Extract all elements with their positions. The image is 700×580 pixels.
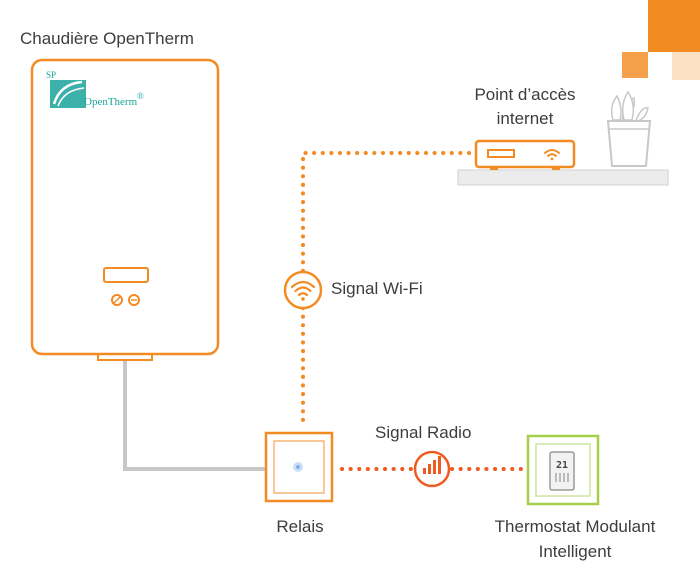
boiler-knob-left <box>111 294 123 306</box>
thermostat-label-line1: Thermostat Modulant <box>494 517 656 536</box>
router-wifi-icon <box>544 149 560 161</box>
access-point-router <box>474 139 576 170</box>
radio-signal-label: Signal Radio <box>375 423 472 442</box>
logo-brand: OpenTherm <box>84 96 138 108</box>
thermostat-device: 21 <box>526 434 600 506</box>
wifi-link <box>301 151 471 430</box>
boiler-relay-cable <box>123 358 266 471</box>
relay-device <box>264 431 334 503</box>
plant-icon <box>606 90 652 167</box>
boiler-display <box>103 267 149 283</box>
wifi-signal-icon <box>283 270 323 310</box>
shelf <box>457 169 669 186</box>
access-point-label-line2: internet <box>496 109 554 128</box>
logo-prefix: SP <box>46 70 56 80</box>
thermostat-display-value: 21 <box>556 460 568 471</box>
thermostat-label-line2: Intelligent <box>538 542 612 561</box>
opentherm-logo: SP OpenTherm ® <box>46 70 144 108</box>
relay-label: Relais <box>276 517 324 536</box>
logo-mark: ® <box>137 91 144 101</box>
thermostat-screen <box>549 451 575 491</box>
boiler-knob-right <box>128 294 140 306</box>
wifi-signal-label: Signal Wi-Fi <box>331 279 423 298</box>
boiler: SP OpenTherm ® <box>30 58 220 361</box>
boiler-title: Chaudière OpenTherm <box>20 29 194 48</box>
corner-decoration <box>622 0 700 80</box>
radio-signal-icon <box>413 450 451 488</box>
access-point-label-line1: Point d’accès <box>474 85 576 104</box>
